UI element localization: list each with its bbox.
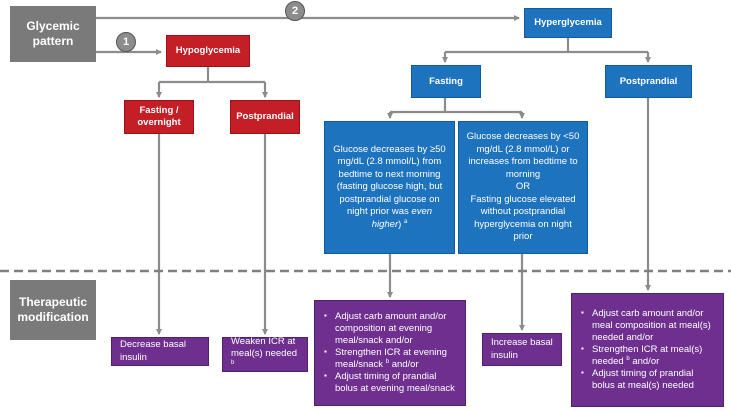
hyperglycemia-box: Hyperglycemia xyxy=(524,8,612,38)
therapeutic-modification-text: Therapeutic modification xyxy=(17,295,89,324)
condition-a-italic: even higher xyxy=(371,206,433,230)
evening-action-2-after: and/or xyxy=(391,359,419,371)
weaken-icr-box: Weaken ICR at meal(s) needed b xyxy=(222,336,308,372)
evening-actions-list: Adjust carb amount and/or composition at… xyxy=(323,311,457,396)
condition-b-line1: Glucose decreases by <50 mg/dL (2.8 mmol… xyxy=(466,131,580,180)
marker-2: 2 xyxy=(285,1,305,21)
hyper-fasting-text: Fasting xyxy=(429,75,463,87)
evening-actions-box: Adjust carb amount and/or composition at… xyxy=(314,300,466,406)
hypo-fasting-text: Fasting / overnight xyxy=(137,105,181,128)
hypoglycemia-title: Hypoglycemia xyxy=(175,45,241,57)
weaken-icr-text: Weaken ICR at meal(s) needed b xyxy=(231,336,299,372)
evening-action-1: Adjust carb amount and/or composition at… xyxy=(324,311,457,347)
condition-a-footnote: a xyxy=(403,218,408,225)
condition-b-line2: Fasting glucose elevated without postpra… xyxy=(470,193,576,243)
increase-basal-text: Increase basal insulin xyxy=(491,337,553,361)
hyperglycemia-title: Hyperglycemia xyxy=(534,17,602,29)
therapeutic-modification-label: Therapeutic modification xyxy=(10,280,96,340)
hypo-postprandial-box: Postprandial xyxy=(230,100,300,134)
hypoglycemia-box: Hypoglycemia xyxy=(166,35,250,67)
condition-b-or: OR xyxy=(515,181,531,193)
meal-action-2-after: and/or xyxy=(632,356,660,368)
increase-basal-box: Increase basal insulin xyxy=(482,333,562,366)
meal-action-3: Adjust timing of prandial bolus at meal(… xyxy=(581,368,715,392)
meal-action-2-footnote: b xyxy=(626,355,630,362)
marker-1: 1 xyxy=(116,32,136,52)
meal-action-2: Strengthen ICR at meal(s) needed b and/o… xyxy=(581,343,715,368)
hypo-postprandial-text: Postprandial xyxy=(236,111,294,123)
hypo-fasting-box: Fasting / overnight xyxy=(124,100,194,134)
decrease-basal-box: Decrease basal insulin xyxy=(111,337,209,366)
evening-action-2-footnote: b xyxy=(385,358,390,365)
evening-action-2-main: Strengthen ICR at evening meal/snack xyxy=(335,346,447,371)
meal-actions-box: Adjust carb amount and/or meal compositi… xyxy=(571,293,724,407)
meal-action-2-main: Strengthen ICR at meal(s) needed xyxy=(592,343,703,368)
condition-a-box: Glucose decreases by ≥50 mg/dL (2.8 mmol… xyxy=(324,121,455,254)
hyper-fasting-box: Fasting xyxy=(411,65,481,98)
meal-actions-list: Adjust carb amount and/or meal compositi… xyxy=(580,308,715,393)
hyper-postprandial-text: Postprandial xyxy=(619,75,678,87)
hyper-postprandial-box: Postprandial xyxy=(605,65,692,98)
meal-action-1: Adjust carb amount and/or meal compositi… xyxy=(581,308,715,344)
condition-a-after: ) xyxy=(398,218,402,230)
condition-b-box: Glucose decreases by <50 mg/dL (2.8 mmol… xyxy=(458,121,588,254)
evening-action-2: Strengthen ICR at evening meal/snack b a… xyxy=(324,346,457,371)
weaken-icr-main: Weaken ICR at meal(s) needed xyxy=(231,336,298,360)
decrease-basal-text: Decrease basal insulin xyxy=(120,339,187,363)
condition-a-text: Glucose decreases by ≥50 mg/dL (2.8 mmol… xyxy=(331,144,448,232)
condition-b-text: Glucose decreases by <50 mg/dL (2.8 mmol… xyxy=(465,131,581,244)
condition-a-main: Glucose decreases by ≥50 mg/dL (2.8 mmol… xyxy=(333,143,446,218)
weaken-icr-footnote: b xyxy=(231,360,235,367)
glycemic-pattern-label: Glycemic pattern xyxy=(10,6,96,62)
glycemic-pattern-text: Glycemic pattern xyxy=(26,19,80,48)
evening-action-3: Adjust timing of prandial bolus at eveni… xyxy=(324,371,457,395)
